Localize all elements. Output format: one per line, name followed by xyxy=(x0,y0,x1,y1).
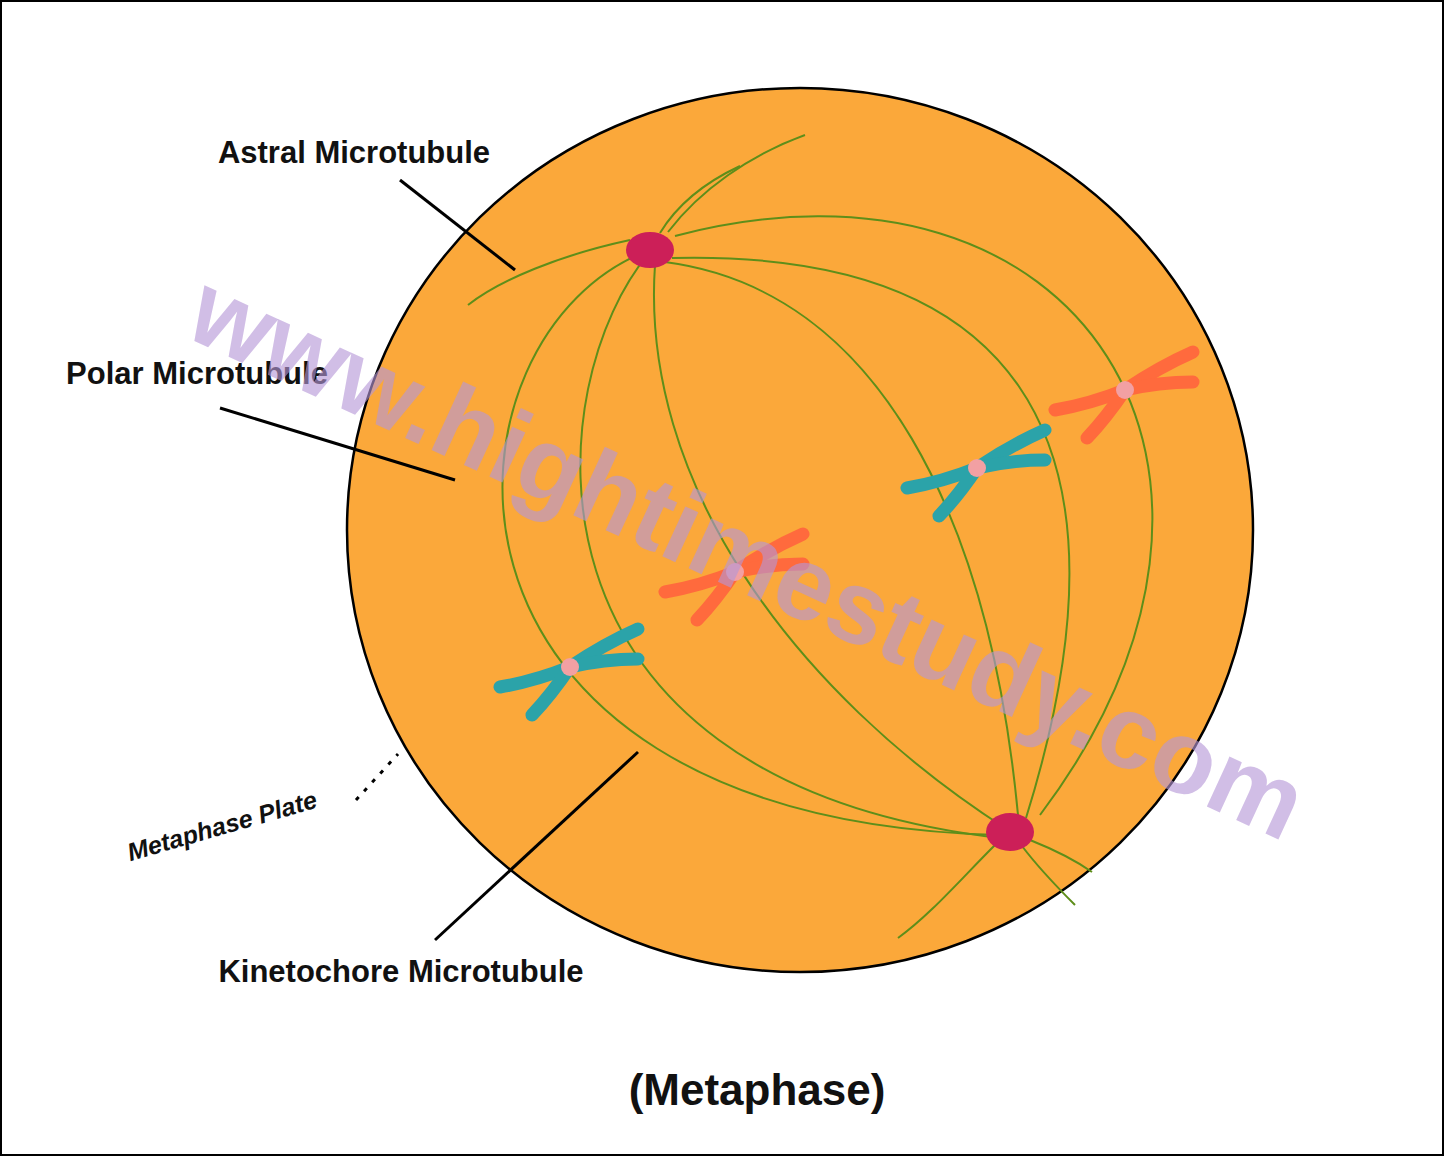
chromosome xyxy=(500,629,638,715)
chromosome xyxy=(1055,352,1193,438)
astral-microtubule xyxy=(1030,840,1092,872)
centromere xyxy=(1116,381,1134,399)
leader-line xyxy=(435,752,638,940)
caption: (Metaphase) xyxy=(629,1068,886,1112)
astral-microtubule xyxy=(468,240,630,305)
chromatid-arm xyxy=(1087,390,1125,438)
centrosome xyxy=(626,232,674,268)
centromere xyxy=(561,658,579,676)
astral-microtubule xyxy=(660,166,740,233)
chromatid-arm xyxy=(1125,382,1193,390)
chromatid-arm xyxy=(977,430,1045,468)
centrosome xyxy=(986,813,1034,851)
chromosome xyxy=(907,430,1045,516)
part-label: Astral Microtubule xyxy=(218,137,490,168)
astral-microtubule xyxy=(668,135,805,232)
chromatid-arm xyxy=(939,468,977,516)
astral-microtubule xyxy=(1022,846,1075,905)
leader-line xyxy=(400,180,515,270)
chromatid-arm xyxy=(1125,352,1193,390)
chromatid-arm xyxy=(532,667,570,715)
leader-line xyxy=(356,754,398,800)
astral-microtubule xyxy=(898,845,995,938)
chromatid-arm xyxy=(570,659,638,667)
chromatid-arm xyxy=(977,460,1045,468)
centromere xyxy=(968,459,986,477)
part-label: Kinetochore Microtubule xyxy=(218,956,583,987)
chromatid-arm xyxy=(570,629,638,667)
